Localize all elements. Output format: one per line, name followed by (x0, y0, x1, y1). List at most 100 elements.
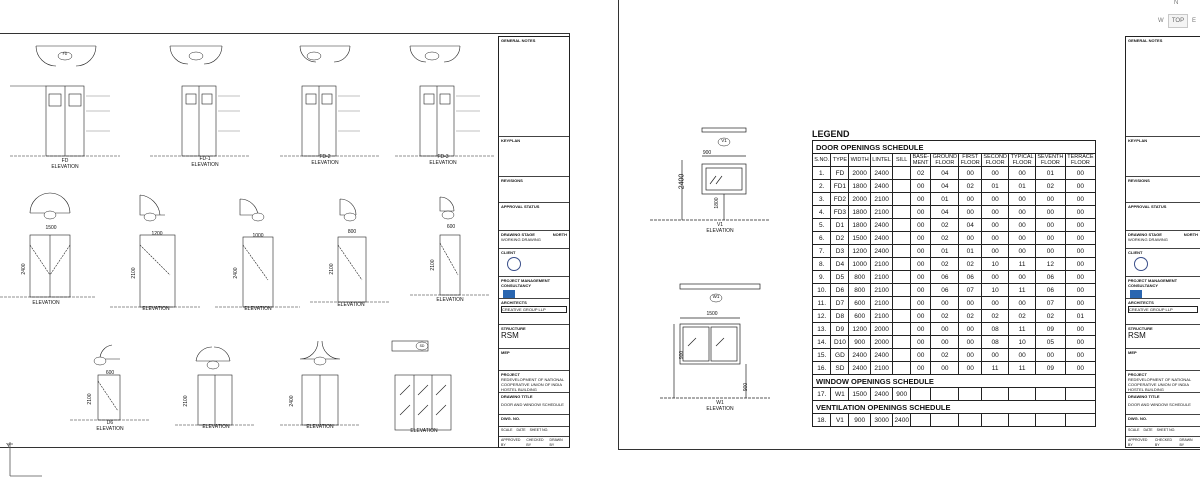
table-cell (892, 270, 912, 284)
d3-caption: ELEVATION (244, 306, 272, 312)
right-approved-row: APPROVED BY CHECKED BY DRAWN BY (1126, 437, 1200, 446)
table-cell: 08 (981, 335, 1010, 349)
viewcube-east[interactable]: E (1192, 18, 1197, 24)
d6-caption-tag: D6 (106, 420, 114, 426)
table-cell: 01 (1064, 309, 1097, 323)
left-pmc: PROJECT MANAGEMENT CONSULTANCY (499, 277, 569, 299)
empty-cell (1064, 387, 1097, 401)
table-cell: 00 (930, 335, 960, 349)
svg-text:Y: Y (6, 443, 11, 450)
table-cell: 00 (910, 244, 932, 258)
table-cell: 00 (958, 348, 983, 362)
fd3-caption-tag: FD-3 (437, 154, 449, 160)
table-cell: 00 (1064, 218, 1097, 232)
right-drawn-label: DRAWN BY (1179, 438, 1193, 446)
table-cell: 17. (811, 387, 832, 401)
table-cell (892, 361, 912, 375)
table-cell: 01 (981, 179, 1010, 193)
table-cell: 04 (958, 218, 983, 232)
table-cell: 2000 (869, 335, 894, 349)
v1-drawing (650, 127, 770, 221)
column-header: FIRST FLOOR (958, 153, 983, 167)
sd-caption: ELEVATION (410, 428, 438, 434)
table-cell: 02 (1034, 179, 1066, 193)
left-dwg-no: DWG. NO. (499, 415, 569, 427)
table-cell: 1200 (848, 244, 871, 258)
column-header: TYPICAL FLOOR (1008, 153, 1036, 167)
table-cell: D10 (830, 335, 850, 349)
right-general-notes-heading: GENERAL NOTES (1128, 38, 1163, 43)
fd2-caption: FD-2 ELEVATION (300, 154, 350, 166)
left-project-name: REDEVELOPMENT OF NATIONAL COOPERATIVE UN… (501, 377, 565, 392)
table-cell: 2000 (848, 166, 871, 180)
table-cell: 02 (910, 166, 932, 180)
viewcube[interactable]: N W E TOP (1156, 0, 1200, 40)
table-cell: 00 (1064, 179, 1097, 193)
left-approved-row: APPROVED BY CHECKED BY DRAWN BY (499, 437, 569, 446)
left-keyplan: KEYPLAN (499, 137, 569, 177)
table-cell: 3. (811, 192, 832, 206)
table-cell: 2000 (869, 322, 894, 336)
table-cell: 1200 (848, 322, 871, 336)
empty-cell (1034, 413, 1066, 427)
empty-cell (981, 413, 1010, 427)
table-cell: 00 (1064, 205, 1097, 219)
table-cell: 8. (811, 257, 832, 271)
table-cell: 1000 (848, 257, 871, 271)
table-cell: GD (830, 348, 850, 362)
table-cell: 1800 (848, 205, 871, 219)
d-series-drawings (0, 192, 490, 308)
viewcube-north[interactable]: N (1174, 0, 1179, 6)
table-cell: FD2 (830, 192, 850, 206)
viewcube-top-button[interactable]: TOP (1168, 14, 1188, 28)
table-cell: 2400 (869, 387, 894, 401)
table-cell: 2100 (869, 296, 894, 310)
fd3-drawing (395, 45, 495, 157)
d4-width: 800 (347, 229, 357, 235)
table-cell: 02 (1034, 309, 1066, 323)
table-cell: 00 (981, 166, 1010, 180)
right-revisions-heading: REVISIONS (1128, 178, 1150, 183)
table-cell: 06 (930, 270, 960, 284)
table-cell (892, 179, 912, 193)
table-cell: 02 (930, 309, 960, 323)
empty-cell (1064, 413, 1097, 427)
table-cell: 1800 (848, 179, 871, 193)
table-cell: 2100 (869, 309, 894, 323)
right-drawing-stage: DRAWING STAGE WORKING DRAWING NORTH (1126, 231, 1200, 249)
table-cell: 00 (981, 231, 1010, 245)
table-cell: 14. (811, 335, 832, 349)
table-cell: 00 (930, 296, 960, 310)
right-north-label: NORTH (1183, 232, 1198, 237)
table-cell: 15. (811, 348, 832, 362)
v1-tag: V1 (721, 138, 727, 143)
table-cell: 02 (930, 257, 960, 271)
table-cell (892, 192, 912, 206)
table-cell: 600 (848, 296, 871, 310)
table-cell: 10 (981, 283, 1010, 297)
w1-tag: W1 (712, 294, 720, 299)
table-cell: 00 (958, 322, 983, 336)
table-cell: 00 (1008, 270, 1036, 284)
table-cell: 00 (1064, 361, 1097, 375)
table-cell: 900 (848, 413, 871, 427)
table-cell: 00 (1064, 283, 1097, 297)
table-cell: 07 (1034, 296, 1066, 310)
table-cell: 00 (1008, 205, 1036, 219)
d6-caption: D6 ELEVATION (90, 420, 130, 432)
fd1-caption: FD-1 ELEVATION (180, 156, 230, 168)
right-working-drawing: WORKING DRAWING (1128, 237, 1168, 242)
table-cell: FD (830, 166, 850, 180)
left-approval-heading: APPROVAL STATUS (501, 204, 540, 209)
table-cell: 00 (981, 244, 1010, 258)
d3-height: 2400 (233, 267, 239, 279)
viewcube-west[interactable]: W (1158, 18, 1164, 24)
table-cell: 2400 (869, 179, 894, 193)
right-pmc: PROJECT MANAGEMENT CONSULTANCY (1126, 277, 1200, 299)
fd-tag: FD (62, 52, 68, 56)
